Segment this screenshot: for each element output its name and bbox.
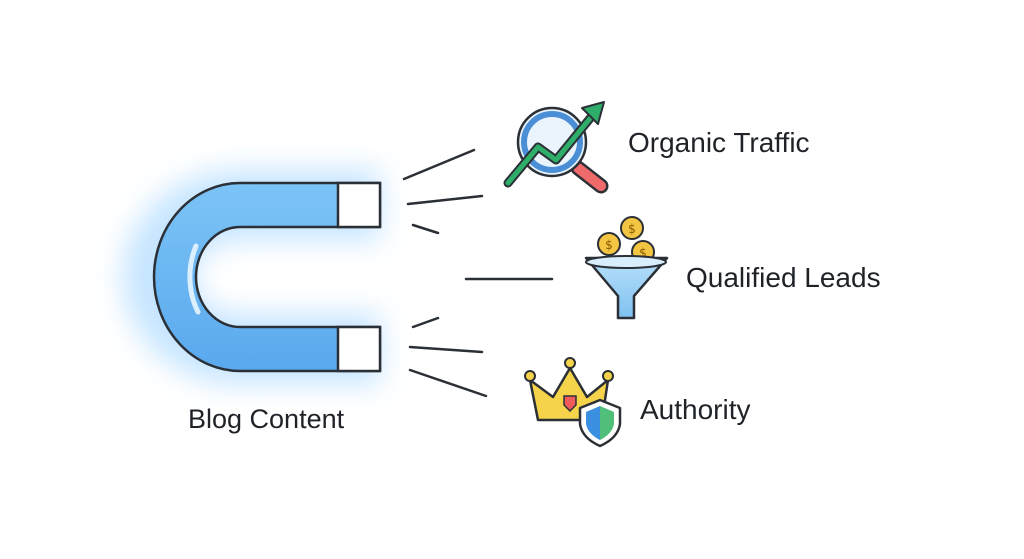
svg-text:$: $ xyxy=(639,246,647,260)
source-label: Blog Content xyxy=(188,404,345,434)
magnet-icon xyxy=(123,170,382,384)
magnet-south-tip xyxy=(336,325,382,373)
svg-text:$: $ xyxy=(605,238,613,252)
outcome-label-qualified-leads: Qualified Leads xyxy=(686,262,881,293)
attraction-lines xyxy=(402,148,554,398)
magnifier-growth-icon xyxy=(503,101,609,194)
svg-text:$: $ xyxy=(628,222,636,236)
coin-funnel-icon: $ $ $ xyxy=(584,216,669,320)
outcome-label-authority: Authority xyxy=(640,394,751,425)
crown-shield-icon xyxy=(524,357,622,448)
magnet-north-tip xyxy=(336,181,382,229)
outcome-label-organic-traffic: Organic Traffic xyxy=(628,127,810,158)
